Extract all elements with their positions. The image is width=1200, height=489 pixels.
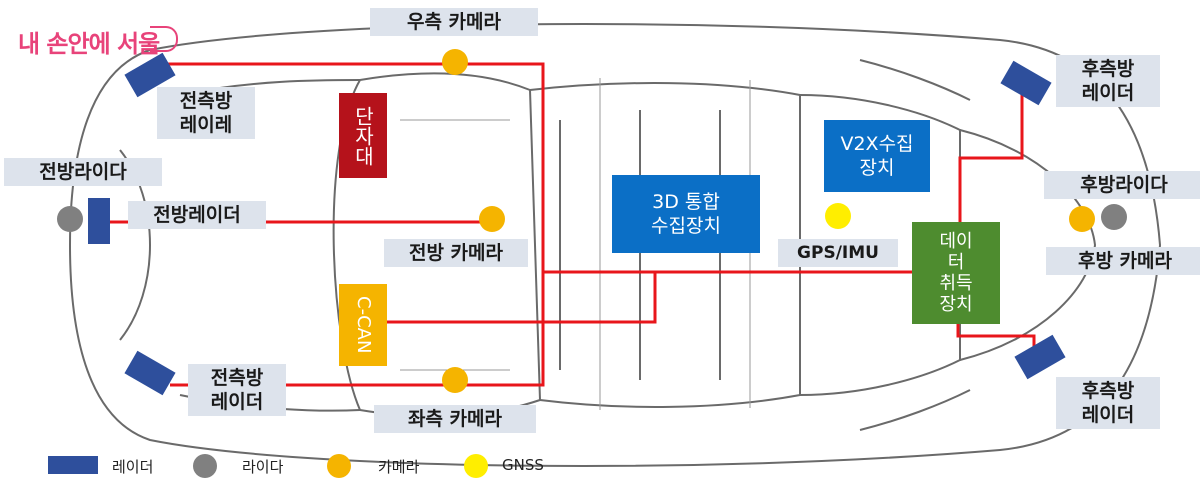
label-rear-camera: 후방 카메라 <box>1046 247 1200 275</box>
radar-front-center <box>88 198 110 244</box>
camera-right <box>442 49 468 75</box>
camera-left <box>442 367 468 393</box>
brand-logo: 내 손안에 서울 <box>18 30 160 58</box>
terminal-block-box: 단자대 <box>339 93 387 178</box>
label-rear-lidar: 후방라이다 <box>1044 171 1200 199</box>
radar-rear-upper <box>1000 60 1052 106</box>
label-rear-side-radar-upper: 후측방 레이더 <box>1056 55 1160 107</box>
integrated-collector-box: 3D 통합 수집장치 <box>612 175 760 253</box>
label-right-camera: 우측 카메라 <box>370 8 538 36</box>
legend-gnss-label: GNSS <box>502 456 544 474</box>
legend-gnss-swatch <box>464 454 488 478</box>
legend-lidar-swatch <box>193 454 217 478</box>
radar-rear-lower <box>1014 334 1066 380</box>
wire-3 <box>387 270 657 324</box>
camera-rear <box>1069 206 1095 232</box>
label-rear-side-radar-lower: 후측방 레이더 <box>1056 377 1160 429</box>
data-acquisition-box: 데이 터 취득 장치 <box>912 222 1000 324</box>
label-front-left-radar-upper: 전측방 레이레 <box>157 87 255 139</box>
radar-front-left-upper <box>124 52 176 98</box>
camera-front <box>479 206 505 232</box>
legend-camera-label: 카메라 <box>378 458 420 476</box>
label-front-left-radar-lower: 전측방 레이더 <box>188 364 286 416</box>
label-left-camera: 좌측 카메라 <box>374 405 536 433</box>
ccan-box: C-CAN <box>339 284 387 366</box>
wire-1 <box>160 62 545 387</box>
legend-lidar-label: 라이다 <box>242 458 284 476</box>
legend-camera-swatch <box>327 454 351 478</box>
label-front-camera: 전방 카메라 <box>384 239 528 267</box>
gnss-center <box>825 203 851 229</box>
lidar-rear <box>1101 204 1127 230</box>
legend-radar-swatch <box>48 456 98 474</box>
label-front-radar: 전방레이더 <box>128 201 266 229</box>
label-gps-imu: GPS/IMU <box>778 239 898 267</box>
brand-mark-icon <box>150 26 178 52</box>
wire-5 <box>958 88 1024 238</box>
v2x-collector-box: V2X수집 장치 <box>824 120 930 192</box>
legend-radar-label: 레이더 <box>112 458 154 476</box>
radar-front-left-lower <box>124 350 176 396</box>
label-front-lidar: 전방라이다 <box>4 158 162 186</box>
lidar-front <box>57 206 83 232</box>
wire-6 <box>956 322 1036 354</box>
